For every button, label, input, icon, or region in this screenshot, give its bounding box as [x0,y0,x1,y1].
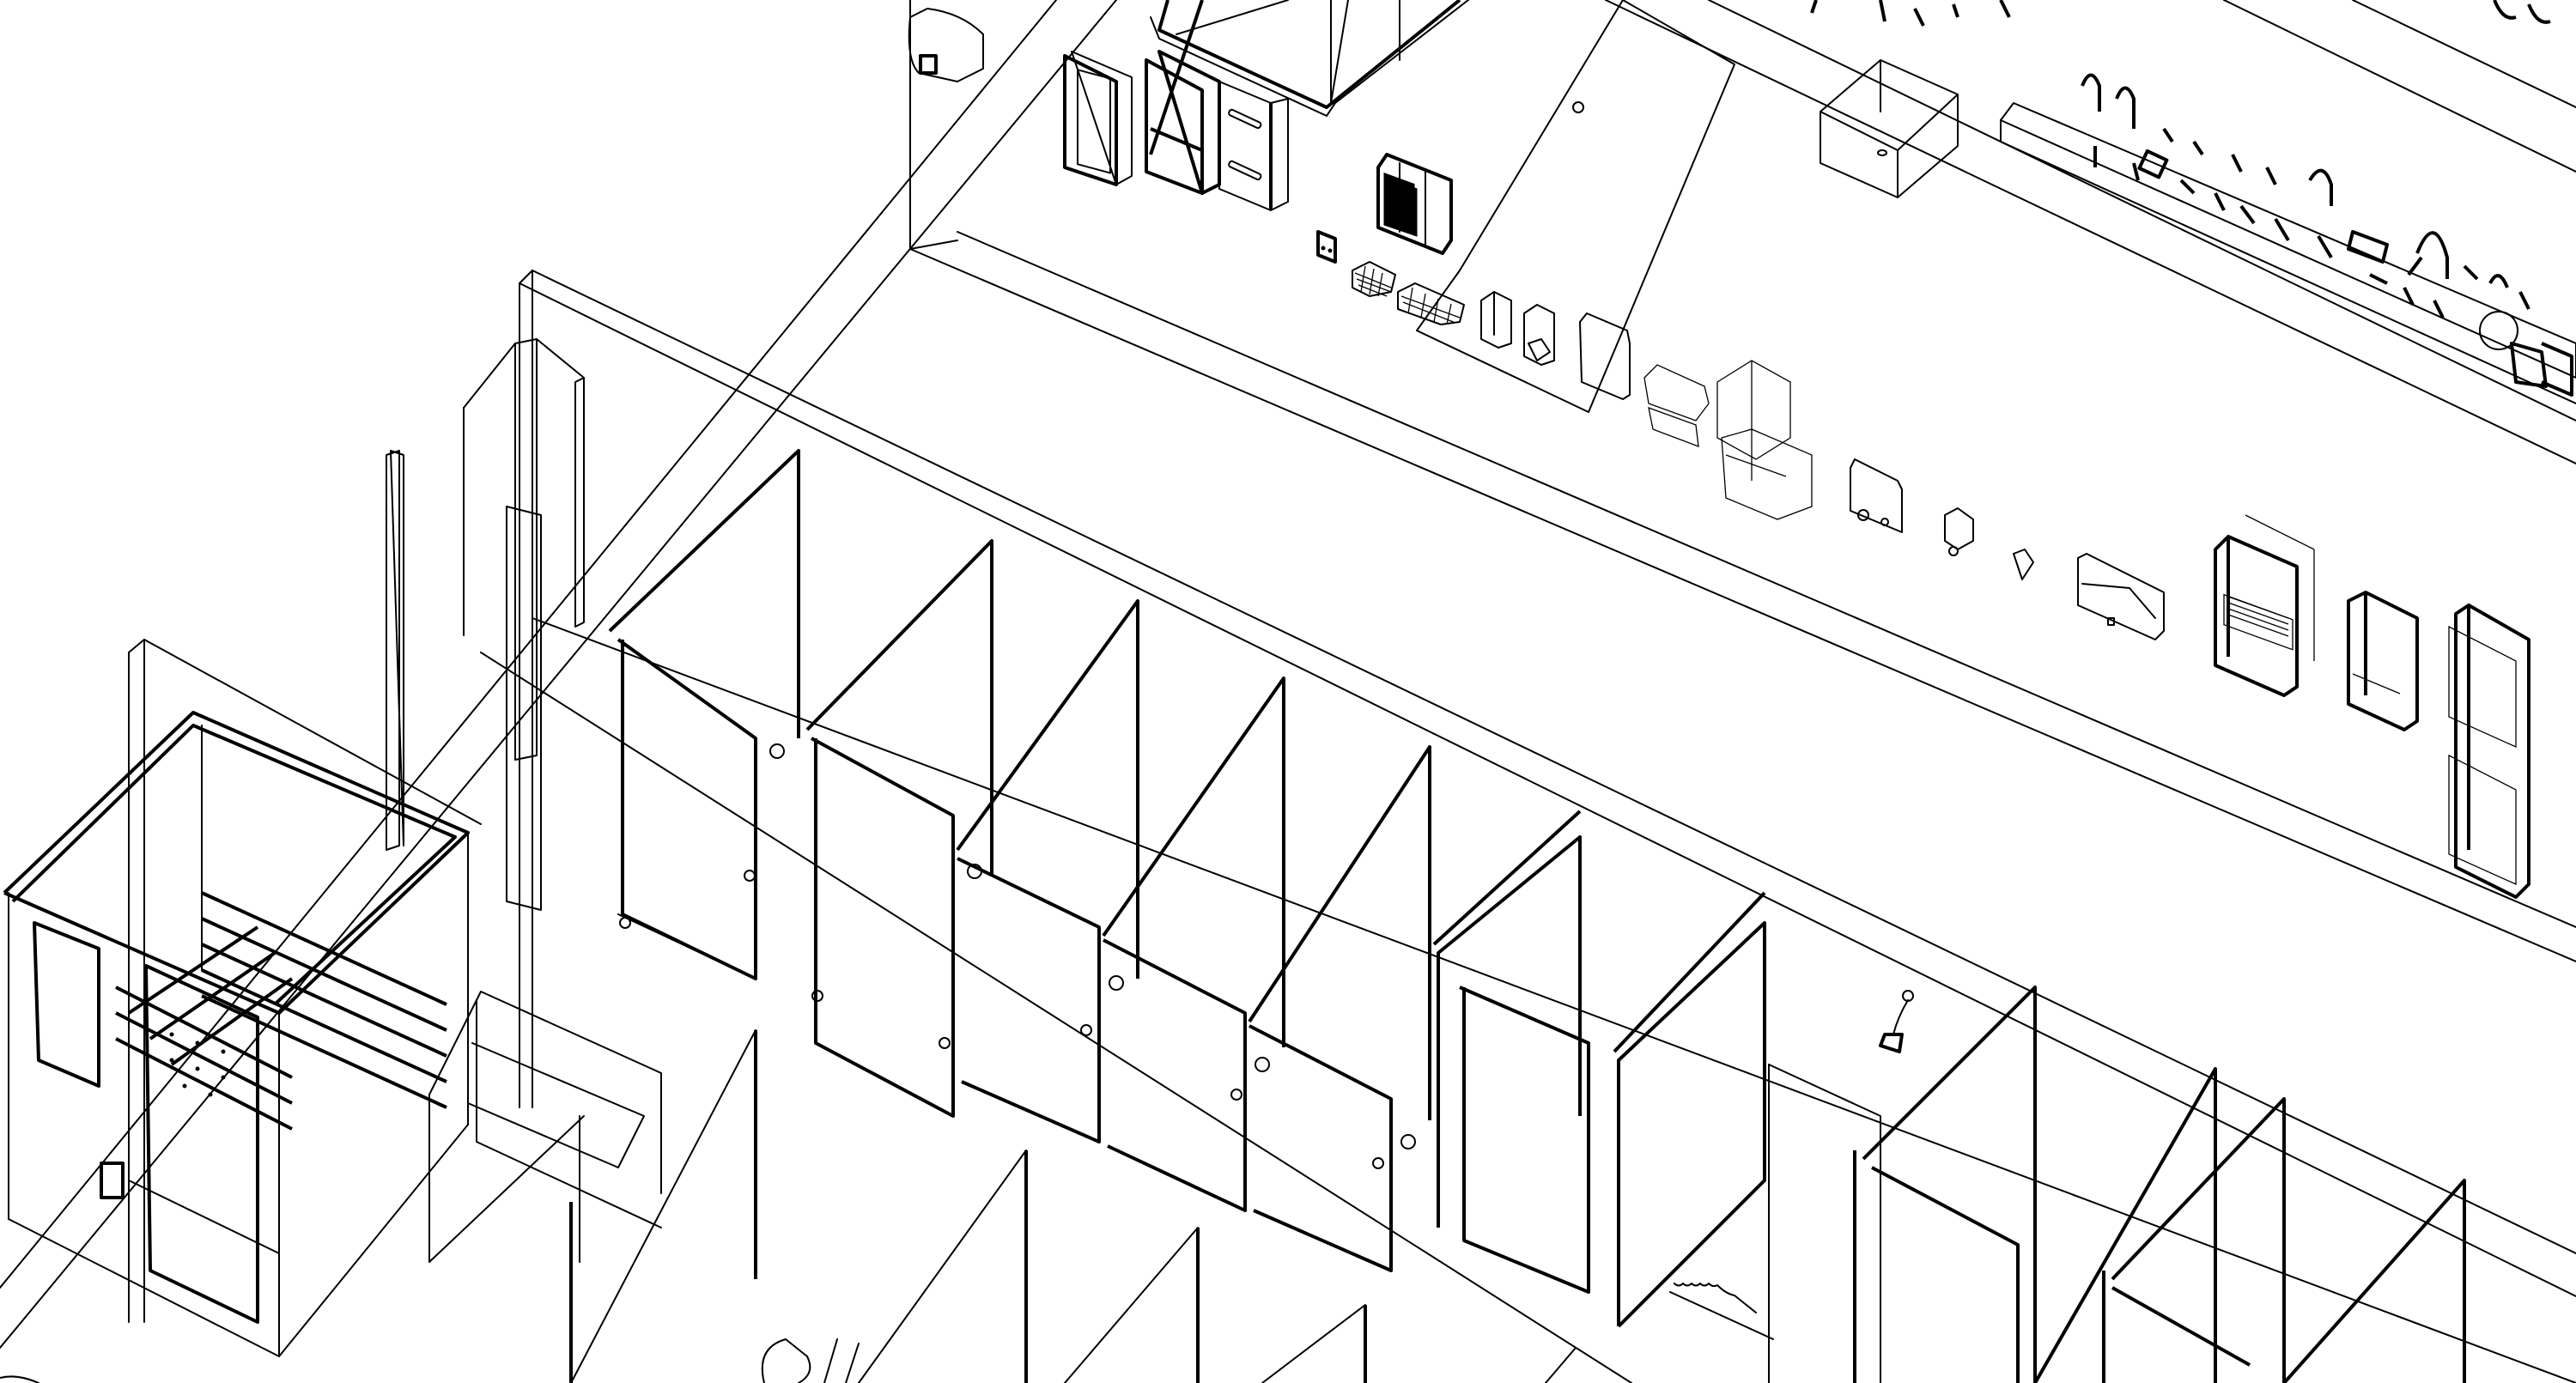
middle-wall-long [0,0,2576,1349]
radiator-cabinet [2214,514,2315,697]
arc-fragment [0,1375,39,1383]
shower-enclosure-top [1150,0,1469,117]
paper-dispenser [1579,312,1631,400]
cubicle-partitions-front [608,449,1766,1328]
soap-box-1 [1480,291,1512,349]
open-box-cabinet [1820,59,1959,198]
wire-basket-1 [1352,261,1396,297]
front-wall-long [480,270,2576,1383]
control-panel [1316,230,1337,264]
heater-grille-box [1376,153,1453,255]
tall-cabinet-2 [2448,604,2530,899]
tall-cabinet-1 [2347,591,2419,731]
mirror-cabinet-1 [1063,51,1133,186]
sauna-cabin [3,652,470,1357]
small-dispenser [2013,549,2034,580]
cubicle-partitions-rear [1768,986,2466,1383]
left-panel-strips [386,338,585,911]
faucet-and-accessory-shelf [1810,0,2576,404]
large-dispenser [1716,360,1813,520]
mirror-cabinet-2 [1145,0,1221,195]
towel-dispenser [1643,364,1710,447]
cubicle-partitions-lower [569,1029,1577,1383]
soap-dispenser [1944,507,1974,556]
floor-panel [1416,0,1735,413]
shelf-box [2077,553,2165,640]
wall-panel-cabinet [1218,81,1289,211]
soap-box-2 [1523,304,1555,366]
floor-drain [1669,1283,1774,1340]
hand-dryer-2 [1850,458,1903,533]
wire-basket-2 [1397,282,1465,325]
open-shelf-unit [428,991,662,1263]
shower-head [1879,990,1914,1053]
back-wall-long [1605,0,2576,464]
hand-dryer [908,8,984,82]
